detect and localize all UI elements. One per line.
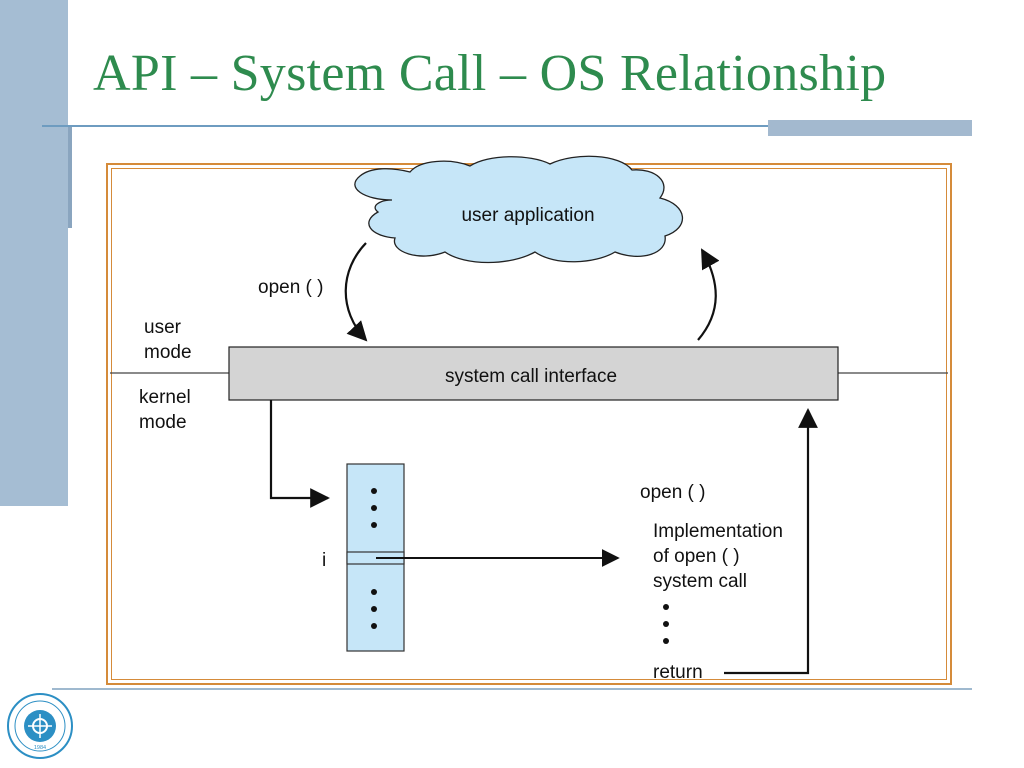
interface-label: system call interface: [445, 366, 617, 387]
return-label: return: [653, 662, 703, 683]
table-dots-top: [371, 488, 377, 528]
user-mode-label-1: user: [144, 317, 182, 338]
logo-year: 1984: [34, 745, 46, 751]
cloud-label: user application: [461, 205, 594, 226]
dispatch-arrow: [269, 400, 330, 508]
user-application-cloud: [354, 155, 684, 264]
kernel-mode-label-2: mode: [139, 412, 187, 433]
table-dots-bottom: [371, 589, 377, 629]
impl-line-1: Implementation: [653, 521, 783, 542]
slide-title: API – System Call – OS Relationship: [93, 45, 887, 102]
user-mode-label-2: mode: [144, 342, 192, 363]
return-arrow: [724, 408, 818, 675]
impl-line-2: of open ( ): [653, 546, 740, 567]
call-arrow: [344, 242, 368, 342]
impl-line-3: system call: [653, 571, 747, 592]
title-underline: [42, 125, 972, 127]
call-label: open ( ): [258, 277, 323, 298]
kernel-mode-label-1: kernel: [139, 387, 191, 408]
side-decoration-accent: [68, 126, 72, 228]
index-label: i: [322, 550, 326, 571]
footer-rule: [52, 688, 972, 690]
university-seal-icon: 1984: [7, 693, 73, 759]
side-decoration-bar: [0, 0, 68, 506]
title-accent-block: [768, 120, 972, 136]
return-to-app-arrow: [697, 248, 720, 341]
system-call-interface-bar: [228, 346, 839, 401]
impl-dots: [663, 604, 669, 644]
impl-title: open ( ): [640, 482, 705, 503]
